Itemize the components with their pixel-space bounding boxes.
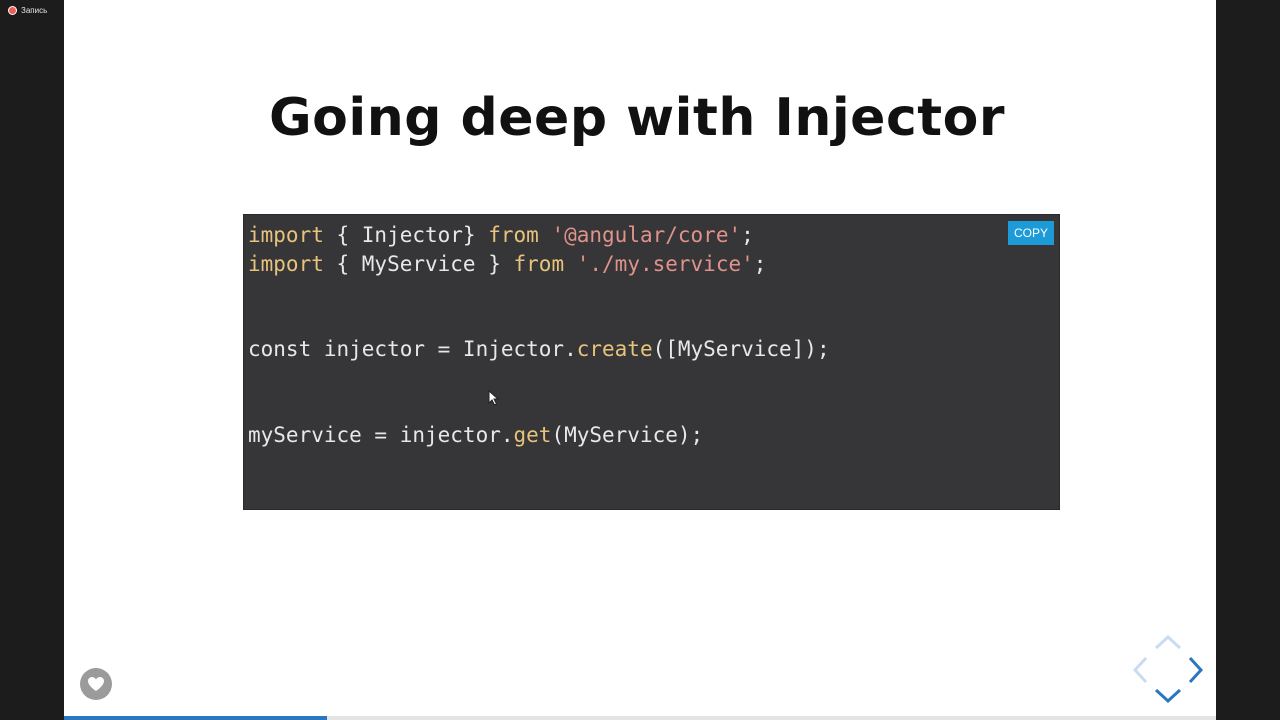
code-content[interactable]: import { Injector} from '@angular/core';… bbox=[248, 221, 830, 449]
slide-navigation bbox=[1126, 632, 1206, 712]
code-token: myService = injector. bbox=[248, 422, 514, 447]
code-token: '@angular/core' bbox=[551, 223, 742, 247]
code-block: import { Injector} from '@angular/core';… bbox=[243, 214, 1060, 510]
progress-bar bbox=[64, 716, 1216, 720]
chevron-right-icon[interactable] bbox=[1188, 656, 1204, 684]
code-line: const injector = Injector.create([MyServ… bbox=[248, 335, 830, 364]
code-token: { Injector} bbox=[323, 223, 489, 247]
code-token: const injector = Injector. bbox=[248, 337, 577, 361]
code-line: import { MyService } from './my.service'… bbox=[248, 250, 830, 279]
chevron-down-icon[interactable] bbox=[1154, 688, 1182, 704]
code-line bbox=[248, 364, 830, 393]
like-button[interactable] bbox=[80, 668, 112, 700]
code-token: (MyService); bbox=[551, 422, 704, 447]
chevron-up-icon[interactable] bbox=[1154, 634, 1182, 650]
code-token: { MyService } bbox=[323, 251, 514, 276]
code-token bbox=[564, 252, 577, 276]
code-token: ([MyService]); bbox=[652, 337, 830, 361]
code-token: from bbox=[488, 223, 539, 247]
recording-label: Запись bbox=[21, 6, 48, 15]
progress-fill bbox=[64, 716, 327, 720]
code-token: import bbox=[248, 223, 324, 247]
presentation-slide: Going deep with Injector import { Inject… bbox=[64, 0, 1216, 720]
code-token: ; bbox=[741, 223, 754, 247]
code-token: './my.service' bbox=[576, 251, 754, 276]
code-line: import { Injector} from '@angular/core'; bbox=[248, 221, 830, 250]
heart-icon bbox=[88, 677, 104, 691]
record-icon bbox=[8, 6, 17, 15]
code-token: import bbox=[248, 251, 324, 276]
code-token bbox=[539, 223, 552, 247]
copy-button[interactable]: COPY bbox=[1008, 221, 1054, 245]
code-token: ; bbox=[753, 251, 767, 276]
code-line bbox=[248, 278, 830, 307]
recording-indicator: Запись bbox=[8, 6, 47, 15]
right-sidebar bbox=[1216, 0, 1280, 720]
code-line: myService = injector.get(MyService); bbox=[248, 421, 830, 450]
slide-title: Going deep with Injector bbox=[268, 88, 1005, 148]
code-token: from bbox=[513, 251, 565, 276]
code-line bbox=[248, 392, 830, 421]
code-token: get bbox=[513, 422, 552, 447]
mouse-cursor-icon bbox=[488, 390, 500, 406]
code-token: create bbox=[576, 337, 653, 361]
chevron-left-icon[interactable] bbox=[1132, 656, 1148, 684]
code-line bbox=[248, 307, 830, 336]
